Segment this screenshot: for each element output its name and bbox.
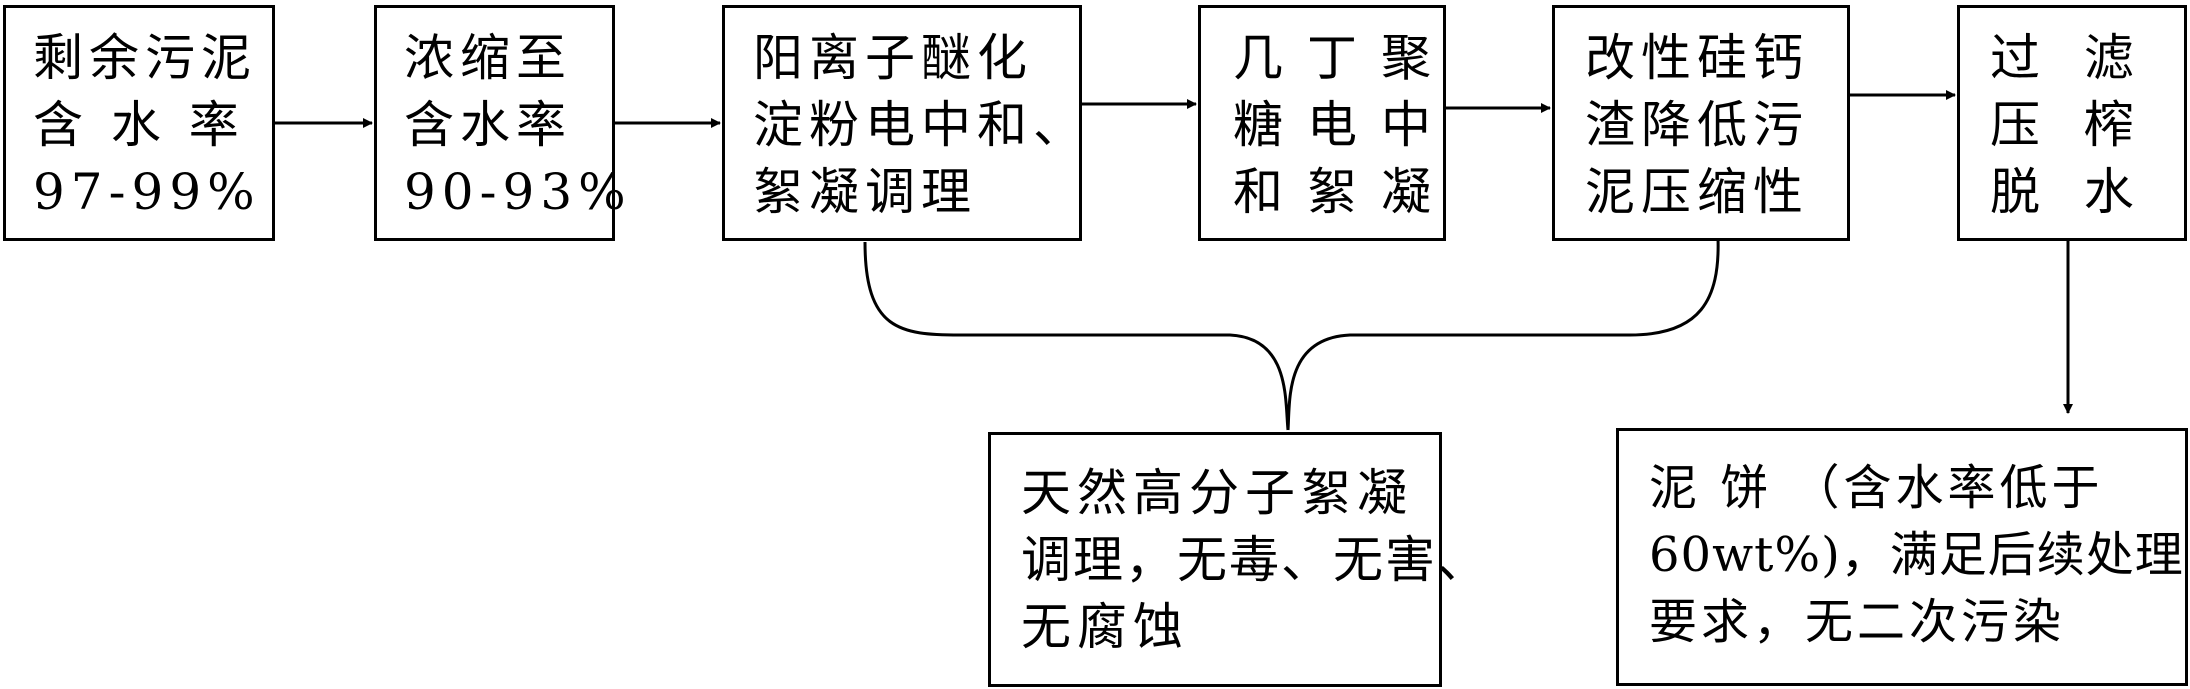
box-filter-press-line-1: 过 滤 (1990, 29, 2138, 87)
box-modified-silica-calcium-line-3: 泥压缩性 (1585, 163, 1809, 221)
box-thickening-line-2: 含水率 (404, 96, 572, 154)
box-filter-press-line-2: 压 榨 (1990, 96, 2138, 154)
box-cationic-starch-line-2: 淀粉电中和、 (753, 96, 1089, 154)
box-sludge-cake-line-3: 要求，无二次污染 (1649, 594, 2066, 650)
box-sludge-cake-line-2: 60wt%)，满足后续处理 (1649, 527, 2184, 583)
box-cationic-starch-line-1: 阳离子醚化 (753, 29, 1033, 87)
box-natural-polymer-line-2: 调理，无毒、无害、 (1021, 531, 1489, 589)
box-residual-sludge-line-3: 97-99% (33, 163, 261, 221)
box-modified-silica-calcium: 改性硅钙 渣降低污 泥压缩性 (1552, 5, 1850, 241)
box-sludge-cake-line-1: 泥 饼 （含水率低于 (1649, 460, 2104, 516)
box-cationic-starch-line-3: 絮凝调理 (753, 163, 977, 221)
box-residual-sludge-line-1: 剩余污泥 (33, 29, 257, 87)
box-natural-polymer: 天然高分子絮凝 调理，无毒、无害、 无腐蚀 (988, 432, 1487, 687)
box-filter-press: 过 滤 压 榨 脱 水 (1957, 5, 2187, 241)
box-chitosan: 几丁聚 糖电中 和絮凝 (1198, 5, 1446, 241)
box-natural-polymer-line-3: 无腐蚀 (1021, 598, 1189, 656)
box-chitosan-line-3: 和絮凝 (1233, 163, 1455, 221)
box-thickening: 浓缩至 含水率 90-93% (374, 5, 626, 241)
box-chitosan-line-1: 几丁聚 (1233, 29, 1455, 87)
box-cationic-starch: 阳离子醚化 淀粉电中和、 絮凝调理 (722, 5, 1083, 241)
box-sludge-cake: 泥 饼 （含水率低于 60wt%)，满足后续处理 要求，无二次污染 (1616, 428, 2188, 686)
box-thickening-line-1: 浓缩至 (404, 29, 572, 87)
brace-connector (863, 237, 1720, 431)
box-residual-sludge-line-2: 含 水 率 (33, 96, 245, 154)
box-thickening-line-3: 90-93% (404, 163, 632, 221)
box-chitosan-line-2: 糖电中 (1233, 96, 1455, 154)
box-modified-silica-calcium-line-2: 渣降低污 (1585, 96, 1809, 154)
box-modified-silica-calcium-line-1: 改性硅钙 (1585, 29, 1809, 87)
box-residual-sludge: 剩余污泥 含 水 率 97-99% (3, 5, 275, 241)
box-natural-polymer-line-1: 天然高分子絮凝 (1021, 464, 1413, 522)
box-filter-press-line-3: 脱 水 (1990, 163, 2138, 221)
